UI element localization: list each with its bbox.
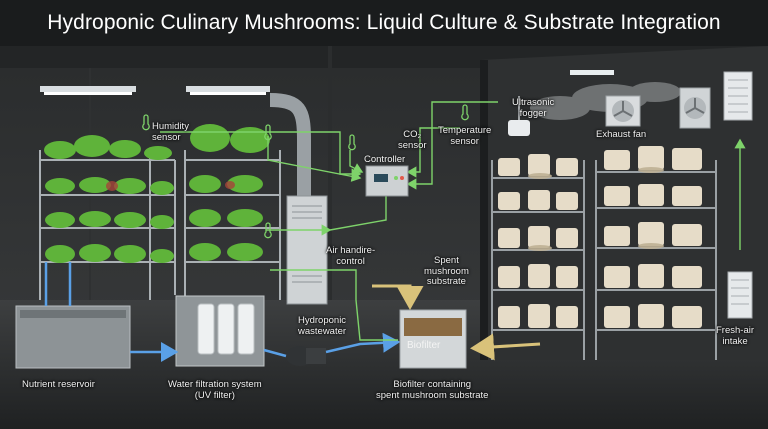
page-title: Hydroponic Culinary Mushrooms: Liquid Cu… (47, 11, 721, 34)
water-filtration-label: Water filtration system(UV filter) (168, 379, 262, 401)
lettuce-shelf-right (184, 150, 281, 300)
air-handler-unit (286, 195, 328, 305)
fresh-air-vent (727, 271, 753, 319)
thermometer-icon (142, 104, 469, 239)
lettuce-plants (44, 124, 270, 263)
fan-icon (605, 87, 711, 129)
air-handler-label: Air handire-control (326, 245, 376, 267)
exhaust-fan-label: Exhaust fan (596, 129, 647, 140)
nutrient-reservoir-label: Nutrient reservoir (22, 379, 95, 390)
air-duct (269, 93, 311, 200)
lettuce-shelf-left (39, 150, 176, 300)
mushroom-clusters (498, 146, 702, 328)
controller-label: Controller (364, 154, 406, 165)
lamp-icon (40, 70, 614, 95)
biofilter-label: Biofilter (407, 340, 441, 351)
ultrasonic-fogger (508, 120, 530, 136)
pump-icon (286, 346, 326, 366)
